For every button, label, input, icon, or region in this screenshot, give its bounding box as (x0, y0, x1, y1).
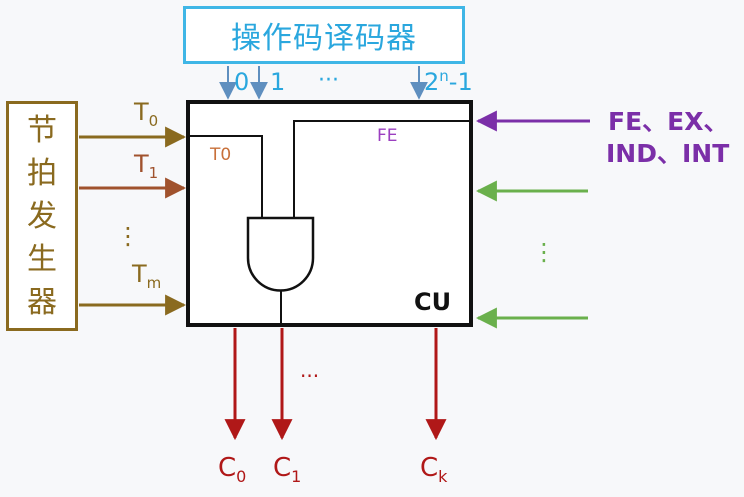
opcode-decoder-label: 操作码译码器 (231, 21, 417, 56)
right-input-label-line2: IND、INT (606, 139, 730, 168)
c0-label: C0 (218, 453, 247, 487)
output-ellipsis: ··· (300, 364, 320, 388)
right-input-ellipsis: ⋮ (532, 238, 556, 266)
and-gate (246, 216, 315, 292)
opcode-decoder-box: 操作码译码器 (183, 6, 465, 64)
decoder-output-ellipsis: ··· (318, 68, 339, 93)
timing-ellipsis: ⋮ (116, 222, 140, 250)
cu-label: CU (414, 288, 452, 316)
t0-internal-wire (188, 135, 263, 218)
inner-t0-label: T0 (210, 145, 232, 165)
fe-internal-wire (293, 120, 470, 218)
t0-label: T0 (134, 98, 159, 130)
tm-label: Tm (132, 260, 162, 292)
beat-generator-box: 节拍发生器 (6, 101, 78, 331)
control-unit-box (186, 100, 473, 327)
t1-label: T1 (134, 150, 159, 182)
inner-fe-label: FE (377, 126, 398, 146)
c1-label: C1 (273, 453, 302, 487)
beat-generator-label: 节拍发生器 (27, 112, 57, 320)
decoder-output-last-label: 2n-1 (424, 67, 473, 96)
decoder-output-1-label: 1 (270, 68, 286, 96)
right-input-label-line1: FE、EX、 (608, 107, 729, 136)
ck-label: Ck (420, 453, 448, 487)
decoder-output-0-label: 0 (234, 68, 250, 96)
